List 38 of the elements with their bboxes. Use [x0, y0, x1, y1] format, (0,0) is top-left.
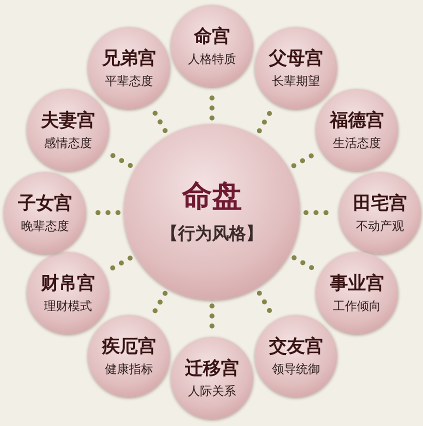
- circle-subtitle: 长辈期望: [272, 72, 320, 88]
- palace-circle: [316, 89, 398, 171]
- circle-subtitle: 理财模式: [44, 298, 92, 314]
- palace-circle: [88, 315, 170, 397]
- circle-subtitle: 生活态度: [333, 134, 381, 150]
- circle-subtitle: 健康指标: [105, 360, 153, 376]
- palace-circle: [27, 252, 109, 334]
- circle-subtitle: 晚辈态度: [21, 218, 69, 234]
- circle-subtitle: 【行为风格】: [161, 223, 263, 245]
- circle-subtitle: 人格特质: [188, 50, 236, 66]
- palace-circle: [4, 172, 86, 254]
- palace-circle: [316, 252, 398, 334]
- circle-title: 子女宫: [18, 192, 72, 214]
- palace-circle: [255, 315, 337, 397]
- circle-title: 田宅宫: [353, 192, 407, 214]
- circle-title: 福德宫: [330, 110, 384, 132]
- circle-subtitle: 人际关系: [188, 382, 236, 398]
- circle-title: 命盘: [182, 179, 242, 215]
- circle-title: 疾厄宫: [102, 336, 156, 358]
- palace-circle: [339, 172, 421, 254]
- circle-title: 事业宫: [330, 272, 384, 294]
- circle-title: 兄弟宫: [102, 48, 156, 70]
- palace-circle: [171, 5, 253, 87]
- palace-circle: [27, 89, 109, 171]
- palace-circle: [88, 27, 170, 109]
- circle-subtitle: 平辈态度: [105, 72, 153, 88]
- circle-subtitle: 不动产观: [356, 218, 404, 234]
- palace-circle: [255, 27, 337, 109]
- circle-title: 财帛宫: [41, 272, 95, 294]
- circle-title: 命宫: [194, 26, 230, 48]
- circle-title: 交友宫: [269, 336, 323, 358]
- palace-circle: [171, 337, 253, 419]
- circle-title: 迁移宫: [185, 358, 239, 380]
- circle-title: 夫妻宫: [41, 110, 95, 132]
- circle-subtitle: 领导统御: [272, 360, 320, 376]
- circle-subtitle: 工作倾向: [333, 298, 381, 314]
- circle-subtitle: 感情态度: [44, 134, 92, 150]
- circle-title: 父母宫: [269, 48, 323, 70]
